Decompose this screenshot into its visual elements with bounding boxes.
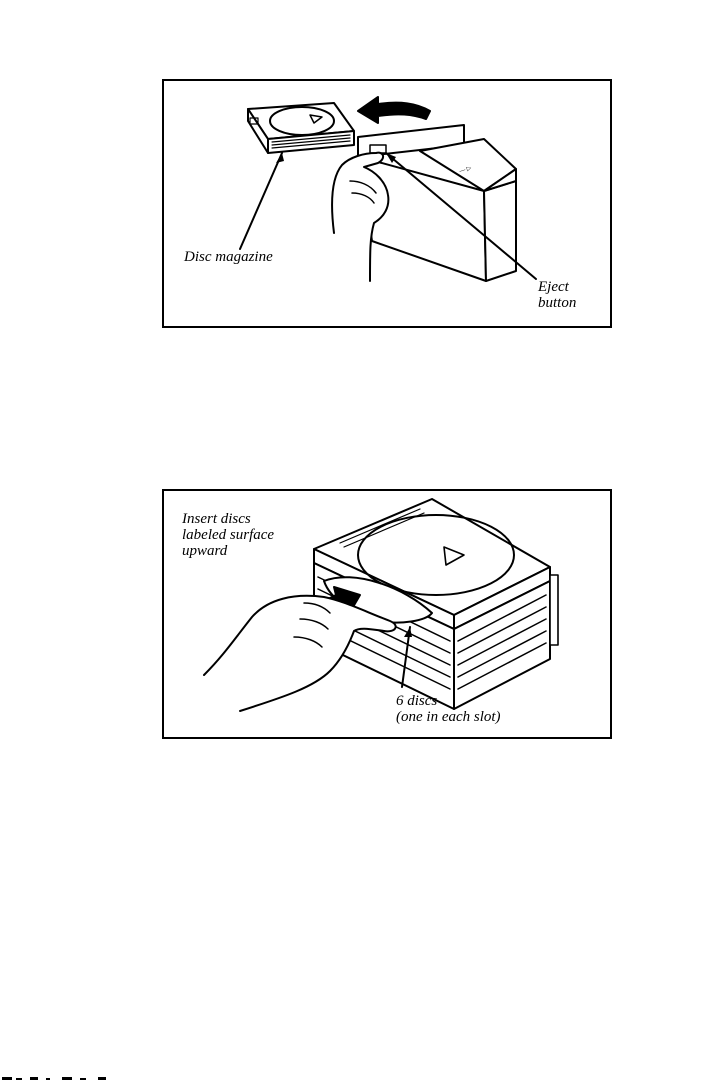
label-eject-line-2: button xyxy=(538,295,576,311)
insert-direction-arrow xyxy=(358,97,430,123)
label-insert-line-3: upward xyxy=(182,543,274,559)
clipped-text-fragment xyxy=(0,1076,721,1081)
label-insert-line-1: Insert discs xyxy=(182,511,274,527)
label-insert-instruction: Insert discs labeled surface upward xyxy=(182,511,274,559)
leader-disc-magazine xyxy=(240,153,282,249)
disc-magazine-drawing xyxy=(248,103,354,153)
label-eject-button: Eject button xyxy=(538,279,576,311)
label-six-discs-line-2: (one in each slot) xyxy=(396,709,501,725)
label-disc-magazine: Disc magazine xyxy=(184,249,273,265)
label-six-discs-line-1: 6 discs xyxy=(396,693,501,709)
label-six-discs: 6 discs (one in each slot) xyxy=(396,693,501,725)
figure-insert-discs: Insert discs labeled surface upward 6 di… xyxy=(162,489,612,739)
figure-eject-magazine: — ▷ Disc magazine Eject button xyxy=(162,79,612,328)
label-insert-line-2: labeled surface xyxy=(182,527,274,543)
label-eject-line-1: Eject xyxy=(538,279,576,295)
